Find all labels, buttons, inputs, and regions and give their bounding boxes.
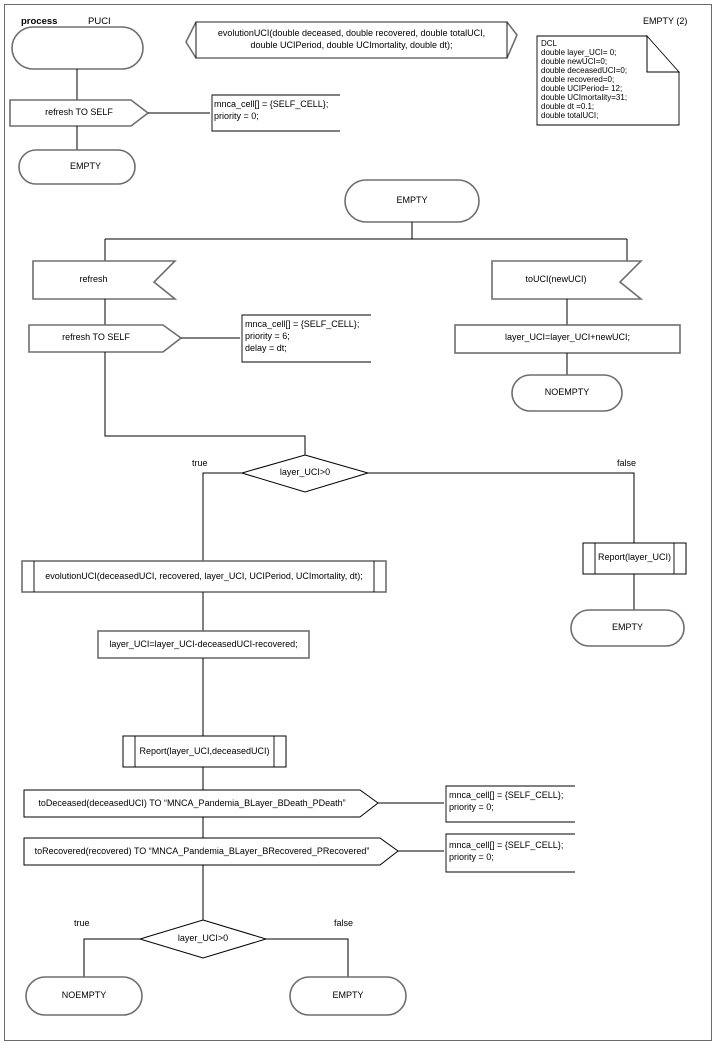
decision-2-shape [138,919,268,959]
procedure-report-2-shape [122,735,287,768]
page-label: EMPTY (2) [643,16,688,26]
process-keyword: process [21,16,58,27]
procedure-evolution-label: evolutionUCI(deceasedUCI, recovered, lay… [45,571,363,581]
input-refresh-shape [32,260,178,300]
dcl-line-1: double newUCI=0; [541,57,608,66]
dcl-line-4: double UCIPeriod= 12; [541,84,623,93]
state-empty-2-shape [344,179,480,223]
procedure-declaration-line2: double UCIPeriod, double UCImortality, d… [250,40,453,50]
comment-box-4-shape [445,833,575,873]
dcl-line-0: double layer_UCI= 0; [541,48,617,57]
output-refresh-to-self-1-label: refresh TO SELF [45,107,113,117]
comment-4-line-0: mnca_cell[] = {SELF_CELL}; [449,840,564,850]
decision-2-label: layer_UCI>0 [177,933,229,943]
comment-box-1-shape [211,94,340,132]
start-state-shape [11,26,144,70]
state-empty-1-label: EMPTY [69,161,101,171]
dcl-line-6: double dt =0.1; [541,102,595,111]
state-empty-3-shape [570,609,685,647]
procedure-report-1-shape [582,542,687,575]
state-empty-4-label: EMPTY [332,990,364,1000]
comment-3-line-1: priority = 0; [449,802,494,812]
dcl-line-7: double totalUCI; [541,111,599,120]
comment-2-line-2: delay = dt; [245,343,287,353]
output-toRecovered-label: toRecovered(recovered) TO “MNCA_Pandemia… [34,846,370,856]
output-toRecovered-shape [23,837,399,866]
comment-1-line-0: mnca_cell[] = {SELF_CELL}; [214,99,329,109]
procedure-evolution-shape [21,560,387,593]
task-layer-add-label: layer_UCI=layer_UCI+newUCI; [504,332,631,342]
state-noempty-2-shape [25,976,143,1016]
decision-1-false-branch [368,472,635,543]
state-empty-3-label: EMPTY [611,622,643,632]
dcl-line-5: double UCImortality=31; [541,93,628,102]
output-refresh-to-self-2-label: refresh TO SELF [62,332,130,342]
comment-3-line-0: mnca_cell[] = {SELF_CELL}; [449,790,564,800]
input-toUCI-label: toUCI(newUCI) [525,274,587,284]
input-toUCI-shape [491,260,644,300]
decision-1-true-branch [202,472,242,564]
decision-1-shape [240,454,370,493]
task-layer-sub-label: layer_UCI=layer_UCI-deceasedUCI-recovere… [109,639,298,649]
dcl-note-fold [646,34,681,73]
state-noempty-1-label: NOEMPTY [544,387,590,397]
decision-1-false-label: false [617,458,637,468]
process-name: PUCI [88,16,111,27]
procedure-report-1-label: Report(layer_UCI) [597,552,672,562]
comment-box-3-shape [445,785,575,823]
output-toDeceased-shape [23,789,379,818]
dcl-title: DCL [541,39,558,48]
decision-1-label: layer_UCI>0 [279,467,331,477]
comment-2-line-0: mnca_cell[] = {SELF_CELL}; [245,319,360,329]
output-toDeceased-label: toDeceased(deceasedUCI) TO “MNCA_Pandemi… [38,798,346,808]
output-refresh-to-self-2-shape [28,324,183,353]
output-refresh-to-self-1-shape [9,99,150,127]
comment-1-line-1: priority = 0; [214,111,259,121]
diagram-frame [4,4,712,1041]
state-noempty-1-shape [511,374,623,412]
task-layer-sub-shape [97,630,310,659]
comment-2-line-1: priority = 6; [245,331,290,341]
input-refresh-label: refresh [79,274,108,284]
decision-2-true-branch [83,938,140,977]
state-empty-4-shape [289,976,407,1016]
decision-2-false-branch [266,938,349,977]
state-noempty-2-label: NOEMPTY [61,990,107,1000]
comment-box-2-shape [241,314,371,363]
comment-4-line-1: priority = 0; [449,852,494,862]
state-empty-2-label: EMPTY [396,195,428,205]
procedure-declaration-line1: evolutionUCI(double deceased, double rec… [217,28,486,38]
dcl-line-2: double deceasedUCI=0; [541,66,628,75]
task-layer-add-shape [454,324,681,354]
dcl-line-3: double recovered=0; [541,75,615,84]
state-empty-1-shape [18,149,136,185]
flow-line-to-decision-1 [104,352,306,455]
procedure-report-2-label: Report(layer_UCI,deceasedUCI) [139,746,270,756]
decision-2-false-label: false [334,918,354,928]
decision-2-true-label: true [74,918,90,928]
decision-1-true-label: true [192,458,208,468]
